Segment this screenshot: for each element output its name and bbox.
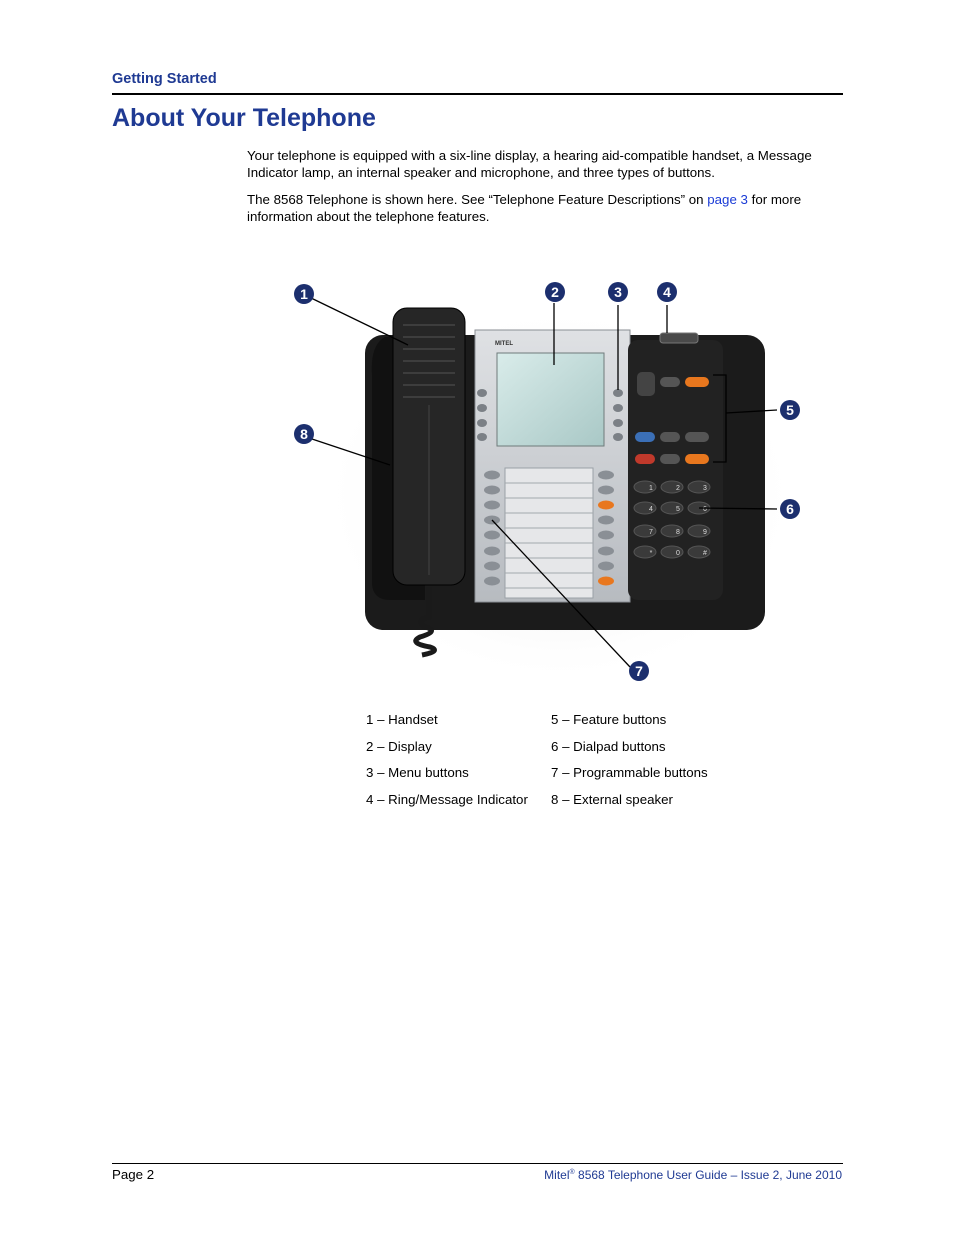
dialpad-key-1: 1 bbox=[649, 485, 653, 492]
callout-7: 7 bbox=[635, 663, 643, 679]
intro-paragraph-1: Your telephone is equipped with a six-li… bbox=[247, 147, 847, 181]
legend-item: 6 – Dialpad buttons bbox=[551, 739, 666, 754]
programmable-label-strip bbox=[505, 468, 593, 598]
dialpad-key-3: 3 bbox=[703, 485, 707, 492]
dialpad-key-9: 9 bbox=[703, 529, 707, 536]
doc-brand: Mitel bbox=[544, 1168, 569, 1182]
footer-rule bbox=[112, 1163, 843, 1164]
callout-1: 1 bbox=[300, 286, 308, 302]
intro-paragraph-2-text: The 8568 Telephone is shown here. See “T… bbox=[247, 192, 707, 207]
dialpad-key-5: 5 bbox=[676, 506, 680, 513]
legend-item: 5 – Feature buttons bbox=[551, 712, 666, 727]
legend-item: 3 – Menu buttons bbox=[366, 765, 469, 780]
dialpad-key-0: 0 bbox=[676, 550, 680, 557]
intro-paragraph-2: The 8568 Telephone is shown here. See “T… bbox=[247, 191, 847, 225]
legend-item: 8 – External speaker bbox=[551, 792, 673, 807]
message-indicator-lamp bbox=[660, 333, 698, 343]
dialpad-key-8: 8 bbox=[676, 529, 680, 536]
section-heading: Getting Started bbox=[112, 71, 217, 87]
callout-5: 5 bbox=[786, 402, 794, 418]
dialpad-key-7: 7 bbox=[649, 529, 653, 536]
legend-item: 4 – Ring/Message Indicator bbox=[366, 792, 528, 807]
header-rule bbox=[112, 93, 843, 95]
dialpad-key-hash: # bbox=[703, 550, 707, 557]
page-3-link[interactable]: page 3 bbox=[707, 192, 748, 207]
legend-item: 1 – Handset bbox=[366, 712, 438, 727]
dialpad-key-star: * bbox=[650, 550, 653, 557]
legend-item: 2 – Display bbox=[366, 739, 432, 754]
dialpad-key-4: 4 bbox=[649, 506, 653, 513]
telephone-illustration: MITEL bbox=[290, 275, 810, 695]
document-title: Mitel® 8568 Telephone User Guide – Issue… bbox=[544, 1168, 842, 1182]
callout-2: 2 bbox=[551, 284, 559, 300]
dialpad-key-2: 2 bbox=[676, 485, 680, 492]
brand-logo: MITEL bbox=[495, 341, 513, 347]
legend-item: 7 – Programmable buttons bbox=[551, 765, 708, 780]
callout-4: 4 bbox=[663, 284, 671, 300]
telephone-figure: MITEL bbox=[290, 275, 810, 695]
callout-6: 6 bbox=[786, 501, 794, 517]
callout-3: 3 bbox=[614, 284, 622, 300]
callout-8: 8 bbox=[300, 426, 308, 442]
dialpad-key-6: 6 bbox=[703, 506, 707, 513]
display-screen bbox=[497, 353, 604, 446]
doc-title-rest: 8568 Telephone User Guide – Issue 2, Jun… bbox=[575, 1168, 842, 1182]
page-title: About Your Telephone bbox=[112, 104, 376, 133]
page-number: Page 2 bbox=[112, 1167, 154, 1182]
